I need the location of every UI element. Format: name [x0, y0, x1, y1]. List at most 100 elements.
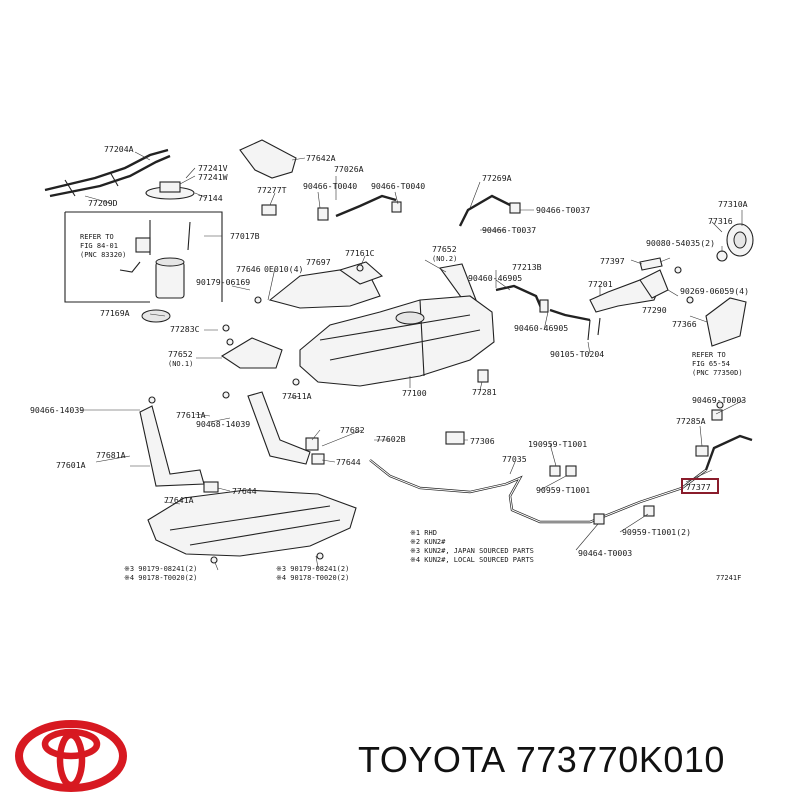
part-number: 773770K010 — [515, 739, 725, 780]
fasteners — [148, 264, 724, 564]
insulator-77697 — [268, 269, 381, 309]
label-77169A: 77169A — [100, 308, 130, 318]
label-90464-T0003: 90464-T0003 — [578, 548, 632, 558]
legend-2: ※2 KUN2# — [410, 538, 446, 546]
label-77682: 77682 — [340, 425, 365, 435]
label-77201: 77201 — [588, 279, 613, 289]
label-90466-T0037-a: 90466-T0037 — [536, 205, 590, 215]
label-77306: 77306 — [470, 436, 495, 446]
label-77241W: 77241W — [198, 172, 228, 182]
legend-1: ※1 RHD — [410, 529, 437, 537]
leader-lines — [80, 151, 745, 571]
label-77641A: 77641A — [164, 495, 194, 505]
label-90466-14039: 90466-14039 — [30, 405, 84, 415]
brand-part-number: TOYOTA 773770K010 — [358, 735, 798, 785]
refer-note-1-line2: FIG 84-01 — [80, 242, 118, 250]
tube-77377 — [695, 409, 753, 471]
label-90080: 90080-54035(2) — [646, 238, 715, 248]
label-77017B: 77017B — [230, 231, 260, 241]
label-90959-T1001-a: 90959-T1001 — [536, 485, 590, 495]
legend-4: ※4 KUN2#, LOCAL SOURCED PARTS — [410, 556, 534, 564]
label-90105: 90105-T0204 — [550, 349, 604, 359]
label-77035: 77035 — [502, 454, 527, 464]
refer-note-2-line3: (PNC 77350D) — [692, 369, 743, 377]
label-77644-b: 77644 — [232, 486, 257, 496]
fuel-tank-77100 — [299, 295, 495, 387]
label-77285A: 77285A — [676, 416, 706, 426]
label-77204A: 77204A — [104, 144, 134, 154]
fuel-pump-assembly — [119, 181, 195, 323]
label-77281: 77281 — [472, 387, 497, 397]
filler-cap-77310a — [716, 223, 754, 262]
legend-3: ※3 KUN2#, JAPAN SOURCED PARTS — [410, 547, 534, 555]
part-labels: 77204A 77209D 77642A 77241V 77241W 77144… — [30, 144, 749, 582]
label-77611A-a: 77611A — [176, 410, 206, 420]
label-90466-T0040-b: 90466-T0040 — [371, 181, 425, 191]
label-90179-06169: 90179-06169 — [196, 277, 250, 287]
band-77652-no1 — [220, 337, 283, 369]
brand-name: TOYOTA — [358, 739, 506, 780]
toyota-emblem-icon — [15, 720, 127, 792]
label-90959-T1001-b: 90959-T1001(2) — [622, 527, 691, 537]
label-77611A-b: 77611A — [282, 391, 312, 401]
pump-group-box — [64, 211, 223, 303]
label-90469-T0003: 90469-T0003 — [692, 395, 746, 405]
label-77290: 77290 — [642, 305, 667, 315]
label-77161C: 77161C — [345, 248, 375, 258]
fuel-lid-77366 — [705, 297, 747, 347]
label-90460-46905-b: 90460-46905 — [514, 323, 568, 333]
label-77026A: 77026A — [334, 164, 364, 174]
clamp-77397 — [639, 257, 663, 271]
label-77652-b: 77652 — [168, 349, 193, 359]
hose-77213b — [495, 284, 549, 313]
label-0E010: 0E010(4) — [264, 264, 303, 274]
protector-77642a — [239, 139, 297, 179]
label-77316: 77316 — [708, 216, 733, 226]
bolt-note-left-1: ※3 90179-08241(2) — [124, 565, 197, 573]
label-77642A: 77642A — [306, 153, 336, 163]
filler-hose-77026a — [317, 194, 402, 221]
label-77283C: 77283C — [170, 324, 200, 334]
refer-note-2-line1: REFER TO — [692, 351, 726, 359]
breather-hose-77269a — [458, 194, 521, 227]
label-77681A: 77681A — [96, 450, 126, 460]
label-90466-T0040-a: 90466-T0040 — [303, 181, 357, 191]
highlight-box-77377 — [681, 478, 719, 494]
label-77652-no2: (NO.2) — [432, 255, 457, 263]
label-90468-14039: 90468-14039 — [196, 419, 250, 429]
refer-note-1-line1: REFER TO — [80, 233, 114, 241]
label-77652-a: 77652 — [432, 244, 457, 254]
refer-note-1-line3: (PNC 83320) — [80, 251, 126, 259]
bolt-note-right-2: ※4 90178-T0020(2) — [276, 574, 349, 582]
label-77277T: 77277T — [257, 185, 287, 195]
label-77601A: 77601A — [56, 460, 86, 470]
label-77644-a: 77644 — [336, 457, 361, 467]
label-77646: 77646 — [236, 264, 261, 274]
label-77269A: 77269A — [482, 173, 512, 183]
vent-tube-77204a — [44, 148, 171, 198]
label-77213B: 77213B — [512, 262, 542, 272]
label-77366: 77366 — [672, 319, 697, 329]
label-77144: 77144 — [198, 193, 223, 203]
illustration-code: 77241F — [716, 574, 741, 582]
fuel-tank-parts-diagram: 77204A 77209D 77642A 77241V 77241W 77144… — [30, 139, 754, 582]
bracket-77161c — [338, 261, 384, 285]
label-77377: 77377 — [686, 482, 711, 492]
label-77100: 77100 — [402, 388, 427, 398]
label-77209D: 77209D — [88, 198, 118, 208]
canister-77306 — [445, 431, 465, 445]
label-77241V: 77241V — [198, 163, 228, 173]
label-77310A: 77310A — [718, 199, 748, 209]
fuel-tube-77035 — [369, 459, 707, 525]
bolt-note-right-1: ※3 90179-08241(2) — [276, 565, 349, 573]
bracket-77277t — [261, 204, 277, 216]
label-77697: 77697 — [306, 257, 331, 267]
tank-straps — [139, 391, 325, 493]
label-90466-T0037-b: 90466-T0037 — [482, 225, 536, 235]
label-77397: 77397 — [600, 256, 625, 266]
bolt-note-left-2: ※4 90178-T0020(2) — [124, 574, 197, 582]
label-77652-no1: (NO.1) — [168, 360, 193, 368]
label-90269: 90269-06059(4) — [680, 286, 749, 296]
refer-note-2-line2: FIG 65-54 — [692, 360, 730, 368]
label-90460-46905-a: 90460-46905 — [468, 273, 522, 283]
